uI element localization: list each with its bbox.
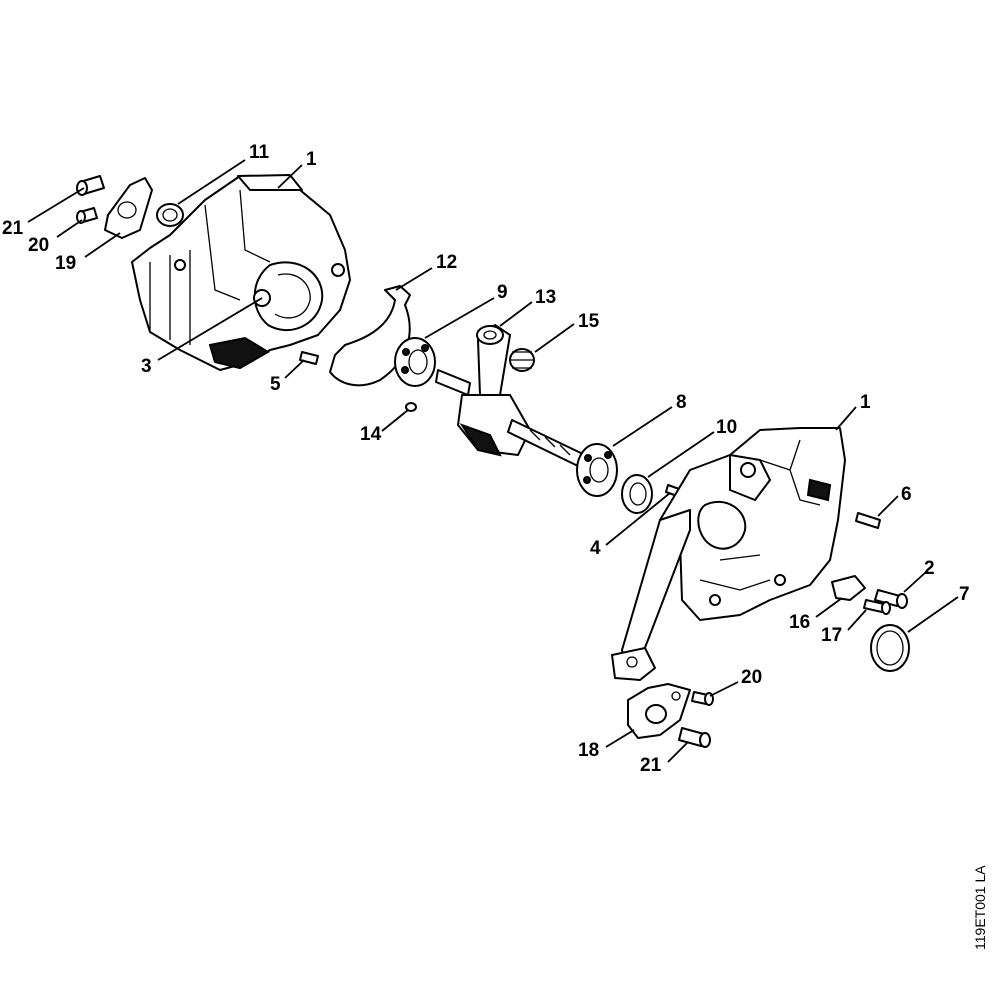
cap-16 (831, 575, 866, 601)
callout-9: 9 (497, 282, 508, 303)
gasket-12 (329, 285, 411, 387)
callout-17: 17 (821, 625, 842, 646)
callout-1-right: 1 (860, 392, 871, 413)
callout-20-bottom: 20 (741, 667, 762, 688)
callout-12: 12 (436, 252, 457, 273)
pin-14 (405, 402, 417, 412)
ball-bearing-8 (576, 443, 618, 497)
callout-13: 13 (535, 287, 556, 308)
callout-2: 2 (924, 558, 935, 579)
crankcase-half-left (131, 174, 351, 371)
crankcase-half-right (611, 427, 846, 681)
oil-seal-10 (621, 474, 653, 514)
connecting-rod-13 (476, 324, 511, 396)
callout-21-top: 21 (2, 218, 24, 239)
callout-5: 5 (270, 374, 281, 395)
pin-6 (855, 512, 881, 529)
callout-10: 10 (716, 417, 737, 438)
dowel-pin-5 (299, 351, 319, 365)
callout-20-top: 20 (28, 235, 49, 256)
needle-cage-15 (509, 348, 535, 372)
cover-plate-18 (627, 683, 691, 739)
callout-15: 15 (578, 311, 600, 332)
callout-19: 19 (55, 253, 76, 274)
screw-20-top (76, 207, 98, 224)
callout-16: 16 (789, 612, 810, 633)
callout-8: 8 (676, 392, 687, 413)
callout-4: 4 (590, 538, 601, 559)
callout-7: 7 (959, 584, 970, 605)
callout-6: 6 (901, 484, 912, 505)
callout-3: 3 (141, 356, 152, 377)
crankshaft (435, 369, 586, 468)
screw-17 (863, 599, 891, 615)
callout-18: 18 (578, 740, 599, 761)
ball-bearing-9 (394, 337, 436, 387)
oil-seal-11 (156, 203, 184, 227)
leader-lines (27, 159, 959, 763)
callout-14: 14 (360, 424, 382, 445)
callout-21-bottom: 21 (640, 755, 662, 776)
screw-2 (874, 589, 908, 609)
screw-21-top (76, 175, 105, 196)
snap-ring-7 (870, 624, 910, 672)
cover-plate-19 (104, 177, 153, 239)
screw-20-bottom (691, 691, 714, 706)
callout-1-top: 1 (306, 149, 317, 170)
callout-labels: 11 1 21 20 19 12 9 13 15 3 5 14 8 10 1 6… (2, 142, 970, 776)
drawing-code: 119ET001 LA (972, 865, 988, 950)
screw-21-bottom (678, 727, 711, 748)
callout-11: 11 (249, 142, 270, 163)
